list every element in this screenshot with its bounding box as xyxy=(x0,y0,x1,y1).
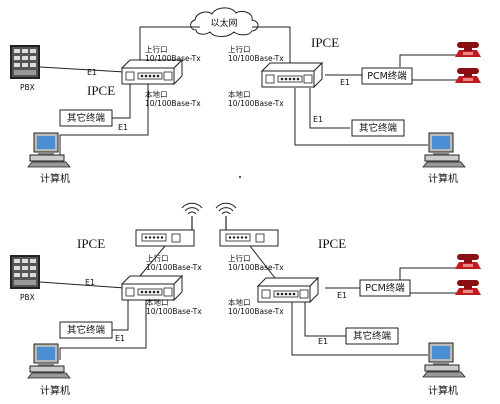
cloud-label: 以太网 xyxy=(210,17,237,29)
ipce-device-icon xyxy=(257,277,319,303)
ipce-label: IPCE xyxy=(311,35,339,50)
computer-label: 计算机 xyxy=(428,384,458,397)
cloud-icon xyxy=(190,7,259,37)
other-terminal-label: 其它终端 xyxy=(67,324,106,336)
ipce-device-icon xyxy=(261,62,323,88)
pcm-terminal-label: PCM终端 xyxy=(365,282,405,294)
computer-left: 计算机 xyxy=(27,343,71,397)
wireless-bridge-icon xyxy=(135,229,195,247)
pcm-terminal-label: PCM终端 xyxy=(367,70,407,82)
top-diagram: 以太网 PBX E1 IPCE 上行口 10/100Base-Tx xyxy=(10,7,481,185)
local-port-spec: 10/100Base-Tx xyxy=(146,307,202,316)
ipce-device-right: IPCE 上行口 10/100Base-Tx 本地口 10/100Base-Tx xyxy=(228,35,339,108)
wireless-bridge-left xyxy=(135,202,203,247)
computer-icon xyxy=(422,132,466,168)
computer-icon xyxy=(422,342,466,378)
telephone-icon xyxy=(455,254,481,269)
uplink-port-spec: 10/100Base-Tx xyxy=(146,263,202,272)
uplink-port-spec: 10/100Base-Tx xyxy=(228,263,284,272)
local-port-label: 本地口 xyxy=(228,89,251,99)
bottom-diagram: PBX E1 IPCE 上行口 10/100Base-Tx 本地口 10/100… xyxy=(10,202,481,397)
wireless-bridge-icon xyxy=(219,229,279,247)
ipce-device-icon xyxy=(121,59,183,85)
computer-icon xyxy=(27,343,71,379)
other-terminal-label: 其它终端 xyxy=(67,112,106,124)
other-terminal-left: 其它终端 xyxy=(59,321,113,339)
local-port-label: 本地口 xyxy=(146,297,169,307)
pcm-terminal-right: PCM终端 xyxy=(361,67,413,85)
pbx-icon xyxy=(10,255,40,289)
pbx-label: PBX xyxy=(20,293,35,302)
computer-label: 计算机 xyxy=(40,384,70,397)
telephone-icon xyxy=(455,42,481,57)
e1-label: E1 xyxy=(340,78,350,87)
ipce-device-right: IPCE 上行口 10/100Base-Tx 本地口 10/100Base-Tx xyxy=(228,236,346,316)
e1-label: E1 xyxy=(118,123,128,132)
e1-label: E1 xyxy=(115,334,125,343)
computer-label: 计算机 xyxy=(40,172,70,185)
local-port-label: 本地口 xyxy=(145,89,168,99)
telephone-icon xyxy=(455,68,481,83)
computer-left: 计算机 xyxy=(27,132,71,185)
local-port-spec: 10/100Base-Tx xyxy=(228,307,284,316)
antenna-icon xyxy=(215,202,237,231)
separator-dot xyxy=(239,176,241,178)
ipce-device-left: IPCE 上行口 10/100Base-Tx 本地口 10/100Base-Tx xyxy=(77,236,202,316)
other-terminal-label: 其它终端 xyxy=(359,122,398,134)
computer-right: 计算机 xyxy=(422,342,466,397)
local-port-label: 本地口 xyxy=(228,297,251,307)
uplink-port-label: 上行口 xyxy=(146,253,169,263)
ipce-device-left: IPCE 上行口 10/100Base-Tx 本地口 10/100Base-Tx xyxy=(87,44,201,108)
e1-label: E1 xyxy=(337,291,347,300)
e1-label: E1 xyxy=(85,278,95,287)
pbx-icon xyxy=(10,45,40,79)
pbx-label: PBX xyxy=(20,83,35,92)
other-terminal-label: 其它终端 xyxy=(353,330,392,342)
computer-label: 计算机 xyxy=(428,172,458,185)
e1-label: E1 xyxy=(313,115,323,124)
local-port-spec: 10/100Base-Tx xyxy=(228,99,284,108)
uplink-port-label: 上行口 xyxy=(228,44,251,54)
e1-label: E1 xyxy=(318,337,328,346)
top-links xyxy=(39,26,458,155)
e1-label: E1 xyxy=(87,68,97,77)
pbx-device: PBX xyxy=(10,45,40,92)
other-terminal-right: 其它终端 xyxy=(351,119,405,137)
computer-right: 计算机 xyxy=(422,132,466,185)
pbx-device: PBX xyxy=(10,255,40,302)
telephone-icon xyxy=(455,280,481,295)
wireless-bridge-right xyxy=(215,202,279,247)
uplink-port-label: 上行口 xyxy=(228,253,251,263)
ipce-device-icon xyxy=(121,275,183,301)
ethernet-cloud: 以太网 xyxy=(190,7,259,37)
computer-icon xyxy=(27,132,71,168)
uplink-port-label: 上行口 xyxy=(145,44,168,54)
ipce-label: IPCE xyxy=(318,236,346,251)
other-terminal-right: 其它终端 xyxy=(345,327,399,345)
local-port-spec: 10/100Base-Tx xyxy=(145,99,201,108)
antenna-icon xyxy=(181,202,203,231)
ipce-label: IPCE xyxy=(87,83,115,98)
ipce-label: IPCE xyxy=(77,236,105,251)
uplink-port-spec: 10/100Base-Tx xyxy=(145,54,201,63)
other-terminal-left: 其它终端 xyxy=(59,109,113,127)
uplink-port-spec: 10/100Base-Tx xyxy=(228,54,284,63)
pcm-terminal-right: PCM终端 xyxy=(359,279,411,297)
